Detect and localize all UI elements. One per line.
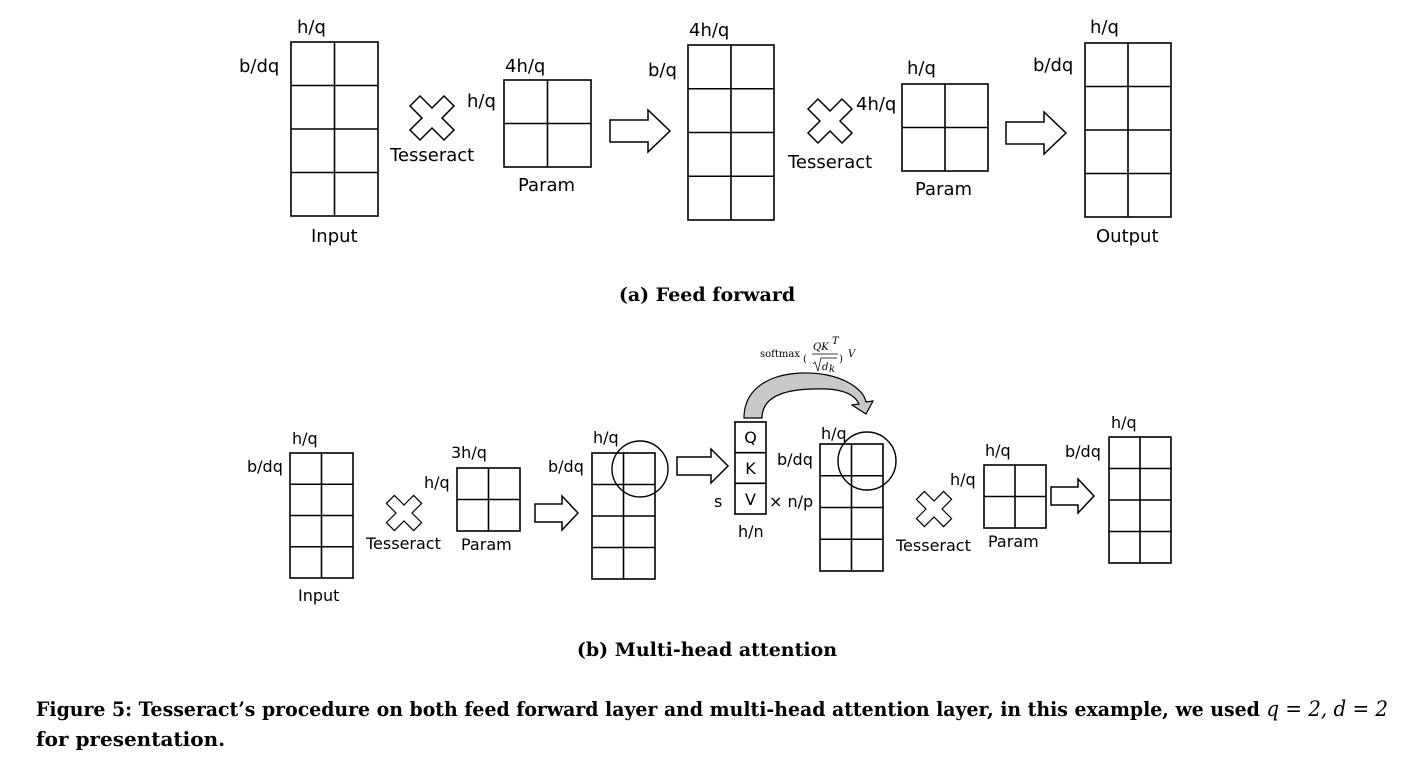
mha-param1-width-label: 3h/q — [451, 443, 487, 462]
figure-caption-math: q = 2, d = 2 — [1266, 697, 1388, 721]
qkv-block — [734, 421, 767, 515]
ff-intermediate-height-label: b/q — [648, 60, 677, 81]
right-arrow-icon — [534, 494, 580, 532]
mha-param1-name: Param — [461, 535, 512, 554]
mha-input-height-label: b/dq — [247, 457, 283, 476]
ff-input-matrix — [290, 41, 379, 217]
mha-param-matrix-1 — [456, 467, 521, 532]
multiply-x-icon — [385, 494, 423, 532]
ff-output-name: Output — [1096, 226, 1159, 247]
ff-param1-width-label: 4h/q — [505, 56, 545, 77]
mha-tesseract-label-2: Tesseract — [895, 536, 971, 555]
ff-output-height-label: b/dq — [1033, 55, 1073, 76]
ff-param2-height-label: 4h/q — [856, 94, 896, 115]
mha-param2-width-label: h/q — [985, 441, 1011, 460]
key-label: K — [745, 459, 756, 478]
multi-head-attention-panel: h/q b/dq Input Tesseract 3h/q h/q Param … — [247, 336, 1172, 661]
sequence-label: s — [714, 492, 722, 511]
head-split-label: × n/p — [769, 492, 813, 511]
mha-intermediate-matrix-1 — [591, 452, 656, 580]
ff-param-matrix-2 — [901, 83, 989, 172]
mha-output-matrix — [1108, 436, 1172, 564]
mha-intermediate1-height-label: b/dq — [548, 457, 584, 476]
formula-left-paren: ( — [803, 354, 807, 365]
formula-softmax: softmax — [760, 349, 800, 360]
mha-output-height-label: b/dq — [1065, 442, 1101, 461]
ff-intermediate-matrix — [687, 44, 775, 221]
formula-superscript: T — [832, 336, 840, 347]
formula-right-paren: ) — [839, 354, 843, 365]
ff-input-height-label: b/dq — [239, 56, 279, 77]
formula-subscript: k — [829, 364, 835, 375]
ff-param-matrix-1 — [503, 79, 592, 168]
formula-denominator: d — [822, 362, 828, 373]
query-label: Q — [744, 428, 757, 447]
mha-intermediate-matrix-2 — [819, 443, 884, 572]
multiply-x-icon — [409, 95, 455, 141]
mha-input-width-label: h/q — [292, 429, 318, 448]
ff-input-name: Input — [311, 226, 358, 247]
right-arrow-icon — [609, 108, 672, 154]
ff-param1-name: Param — [518, 175, 575, 196]
highlight-circle — [837, 431, 897, 491]
formula-v: V — [848, 349, 857, 360]
feed-forward-panel: h/q b/dq Input Tesseract 4h/q h/q Param … — [239, 17, 1172, 306]
mha-tesseract-label-1: Tesseract — [365, 534, 441, 553]
mha-param2-name: Param — [988, 532, 1039, 551]
right-arrow-icon — [1005, 110, 1068, 156]
highlight-circle — [611, 440, 669, 498]
mha-param2-height-label: h/q — [950, 470, 976, 489]
multiply-x-icon — [915, 490, 953, 528]
ff-param2-width-label: h/q — [907, 58, 936, 79]
right-arrow-icon — [1050, 477, 1096, 515]
attention-curved-arrow — [743, 372, 875, 419]
ff-tesseract-label-1: Tesseract — [389, 145, 474, 166]
caption-feed-forward: (a) Feed forward — [619, 284, 795, 306]
value-label: V — [745, 490, 756, 509]
figure-caption-text: Figure 5: Tesseract’s procedure on both … — [36, 697, 1266, 721]
ff-input-width-label: h/q — [297, 17, 326, 38]
mha-param1-height-label: h/q — [424, 473, 450, 492]
ff-param2-name: Param — [915, 179, 972, 200]
ff-output-matrix — [1084, 42, 1172, 218]
ff-tesseract-label-2: Tesseract — [787, 152, 872, 173]
ff-output-width-label: h/q — [1090, 17, 1119, 38]
ff-intermediate-width-label: 4h/q — [689, 20, 729, 41]
figure-caption-line-2: for presentation. — [36, 727, 225, 751]
mha-input-name: Input — [298, 586, 339, 605]
mha-intermediate1-width-label: h/q — [593, 428, 619, 447]
mha-intermediate2-width-label: h/q — [821, 424, 847, 443]
formula-numerator: QK — [813, 342, 829, 353]
right-arrow-icon — [676, 447, 730, 485]
head-dim-label: h/n — [738, 522, 764, 541]
caption-multi-head-attention: (b) Multi-head attention — [577, 639, 837, 661]
mha-param-matrix-2 — [983, 464, 1047, 529]
figure-caption-line-1: Figure 5: Tesseract’s procedure on both … — [36, 697, 1388, 721]
mha-intermediate2-height-label: b/dq — [777, 450, 813, 469]
attention-formula: softmax ( QK T d k ) V — [760, 336, 857, 375]
ff-param1-height-label: h/q — [467, 91, 496, 112]
mha-output-width-label: h/q — [1111, 413, 1137, 432]
multiply-x-icon — [807, 98, 853, 144]
mha-input-matrix — [289, 452, 354, 579]
